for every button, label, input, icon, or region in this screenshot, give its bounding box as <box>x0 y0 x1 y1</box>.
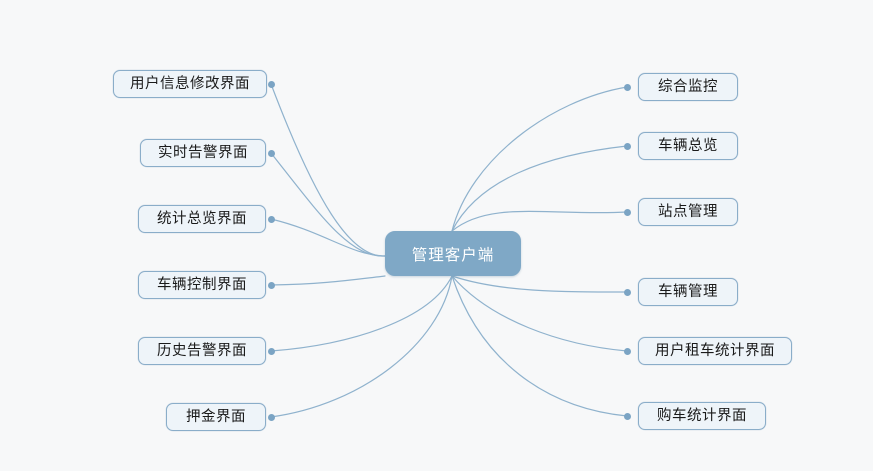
node-left-0[interactable]: 用户信息修改界面 <box>113 70 267 98</box>
connector-dot <box>267 281 275 289</box>
node-left-1[interactable]: 实时告警界面 <box>140 139 266 167</box>
center-node-label: 管理客户端 <box>411 245 495 264</box>
edge <box>270 152 386 257</box>
edge <box>451 210 628 232</box>
node-label: 历史告警界面 <box>157 342 247 359</box>
edge <box>270 275 453 418</box>
node-label: 押金界面 <box>186 408 246 425</box>
connector-dot <box>267 149 275 157</box>
edge <box>451 86 628 232</box>
node-right-2[interactable]: 站点管理 <box>638 198 738 226</box>
connector-dot <box>267 215 275 223</box>
node-label: 实时告警界面 <box>158 144 248 161</box>
connector-dot <box>623 142 631 150</box>
node-left-2[interactable]: 统计总览界面 <box>138 205 266 233</box>
node-right-3[interactable]: 车辆管理 <box>638 278 738 306</box>
node-label: 综合监控 <box>658 78 718 95</box>
edge <box>451 275 628 293</box>
node-left-3[interactable]: 车辆控制界面 <box>138 271 266 299</box>
node-label: 站点管理 <box>658 203 718 220</box>
node-left-4[interactable]: 历史告警界面 <box>138 337 266 365</box>
node-label: 用户租车统计界面 <box>655 342 775 359</box>
connector-dot <box>623 288 631 296</box>
connector-dot <box>267 80 275 88</box>
connector-dot <box>267 413 275 421</box>
edge <box>451 145 628 232</box>
edge <box>270 275 453 352</box>
center-node[interactable]: 管理客户端 <box>385 231 521 276</box>
node-label: 车辆总览 <box>658 137 718 154</box>
node-right-4[interactable]: 用户租车统计界面 <box>638 337 792 365</box>
connector-dot <box>623 347 631 355</box>
connector-dot <box>267 347 275 355</box>
node-label: 统计总览界面 <box>157 210 247 227</box>
node-label: 车辆管理 <box>658 283 718 300</box>
node-right-1[interactable]: 车辆总览 <box>638 132 738 160</box>
edge <box>451 275 628 417</box>
edge <box>270 218 386 257</box>
edge <box>451 275 628 352</box>
node-label: 用户信息修改界面 <box>130 75 250 92</box>
connector-dot <box>623 412 631 420</box>
node-label: 购车统计界面 <box>657 407 747 424</box>
edge <box>270 83 386 257</box>
node-right-5[interactable]: 购车统计界面 <box>638 402 766 430</box>
connector-dot <box>623 208 631 216</box>
node-right-0[interactable]: 综合监控 <box>638 73 738 101</box>
connector-dot <box>623 83 631 91</box>
edge <box>270 275 386 286</box>
node-label: 车辆控制界面 <box>157 276 247 293</box>
node-left-5[interactable]: 押金界面 <box>166 403 266 431</box>
